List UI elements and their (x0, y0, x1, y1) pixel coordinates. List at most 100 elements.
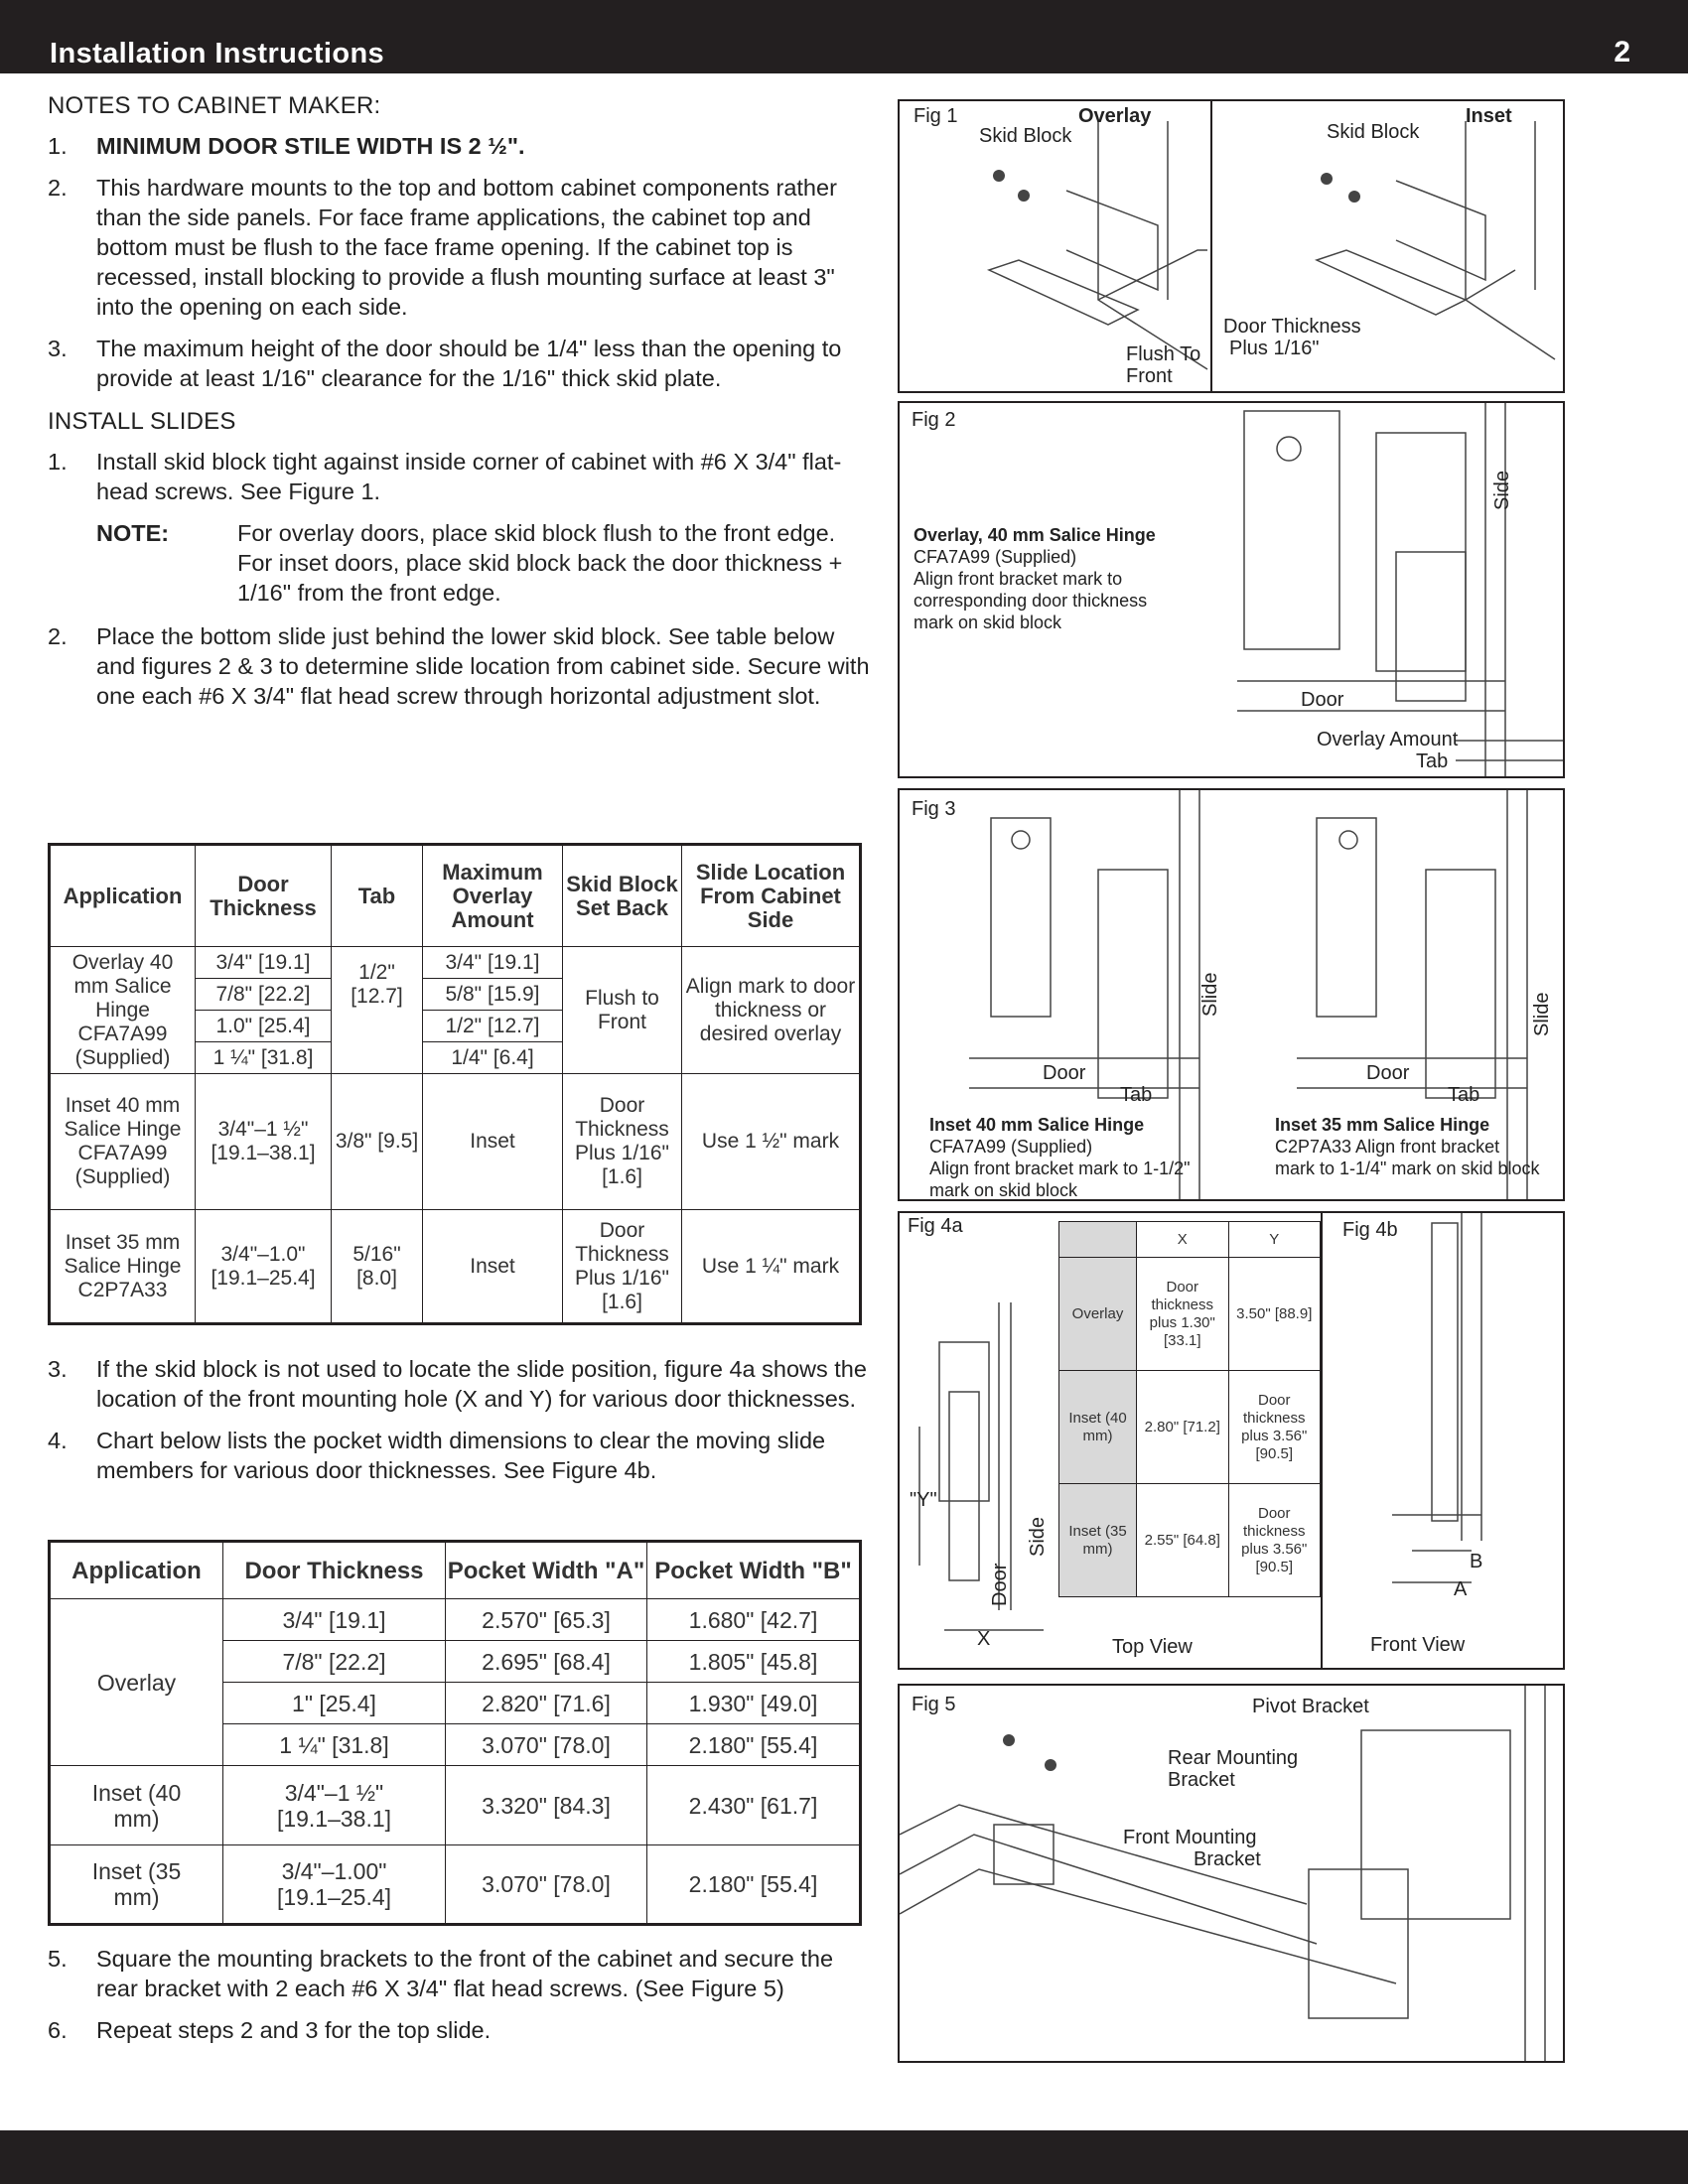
table-cell: Use 1 ½" mark (681, 1073, 861, 1210)
table-cell: Inset (40 mm) (1058, 1370, 1137, 1484)
fig5-pivot-label: Pivot Bracket (1252, 1696, 1369, 1717)
figure-1: Fig 1 Overlay Skid Block Flush To Front … (898, 99, 1565, 393)
fig1-front-label: Front (1126, 365, 1173, 387)
install-step: 6.Repeat steps 2 and 3 for the top slide… (48, 2017, 492, 2043)
table-cell: 3/4" [19.1] (222, 1598, 446, 1641)
fig1-drawing (986, 101, 1556, 391)
fig2-line4: mark on skid block (914, 613, 1062, 632)
table-cell: Overlay (1058, 1257, 1137, 1371)
fig2-tab-label: Tab (1416, 751, 1449, 772)
table-cell: 7/8" [22.2] (195, 978, 332, 1011)
fig3-slide-label: Slide (1199, 972, 1221, 1017)
fig5-front-label-2: Bracket (1194, 1848, 1261, 1870)
table-cell: Inset 35 mm Salice Hinge C2P7A33 (49, 1209, 196, 1324)
pocket-width-table: Application Door Thickness Pocket Width … (48, 1540, 862, 1926)
table-cell: 1 ¼" [31.8] (222, 1723, 446, 1766)
table-cell: 3.070" [78.0] (445, 1723, 647, 1766)
table-cell: 1.0" [25.4] (195, 1010, 332, 1042)
note-item: 3.The maximum height of the door should … (48, 336, 842, 391)
fig4a-side-label: Side (1027, 1516, 1049, 1557)
figure-4b: Fig 4b B A Front View (1321, 1211, 1565, 1670)
table-cell: 1" [25.4] (222, 1682, 446, 1724)
fig3-right-title: Inset 35 mm Salice Hinge (1275, 1115, 1490, 1135)
table-cell: Overlay 40 mm Salice Hinge CFA7A99 (Supp… (49, 946, 196, 1074)
fig4a-xy-table: X Y Overlay Door thickness plus 1.30" [3… (1058, 1221, 1321, 1597)
table-cell: Door thickness plus 3.56" [90.5] (1227, 1483, 1321, 1597)
notes-heading: NOTES TO CABINET MAKER: (48, 92, 381, 119)
fig1-skid-block-label-2: Skid Block (1327, 121, 1420, 143)
table-cell: Inset (422, 1073, 563, 1210)
col-header: Door Thickness (222, 1541, 446, 1599)
table-cell: Align mark to door thickness or desired … (681, 946, 861, 1074)
fig1-label: Fig 1 (914, 105, 958, 127)
note-body: For overlay doors, place skid block flus… (237, 520, 843, 606)
table-cell: Inset (422, 1209, 563, 1324)
table-cell: 5/16" [8.0] (331, 1209, 423, 1324)
fig2-line3: corresponding door thickness (914, 591, 1148, 611)
fig2-line2: Align front bracket mark to (914, 569, 1123, 589)
table-cell: Inset (35 mm) (1058, 1483, 1137, 1597)
col-header: Door Thickness (195, 844, 332, 947)
fig4b-b-label: B (1470, 1551, 1483, 1572)
table-cell: 1.930" [49.0] (646, 1682, 861, 1724)
table-cell: 1.680" [42.7] (646, 1598, 861, 1641)
fig5-label: Fig 5 (912, 1694, 956, 1715)
table-cell: 3.070" [78.0] (445, 1844, 647, 1925)
note-text: The maximum height of the door should be… (96, 336, 842, 391)
table-cell: Door Thickness Plus 1/16" [1.6] (562, 1209, 682, 1324)
table-cell: 3/4"–1.0" [19.1–25.4] (195, 1209, 332, 1324)
fig3-tab-label-2: Tab (1448, 1084, 1480, 1106)
install-step: 1.Install skid block tight against insid… (48, 449, 842, 504)
fig4a-door-label: Door (989, 1563, 1011, 1606)
fig3-door-label: Door (1043, 1062, 1086, 1084)
table-cell: 2.55" [64.8] (1136, 1483, 1229, 1597)
footer-bar (0, 2130, 1688, 2184)
table-cell: 3.320" [84.3] (445, 1765, 647, 1845)
col-header: Skid Block Set Back (562, 844, 682, 947)
table-cell: 7/8" [22.2] (222, 1640, 446, 1683)
fig4b-drawing (1392, 1213, 1482, 1583)
table-cell: Inset (35 mm) (49, 1844, 223, 1925)
table-cell: 3.50" [88.9] (1227, 1257, 1321, 1371)
instructions-column: NOTES TO CABINET MAKER: 1.MINIMUM DOOR S… (48, 91, 872, 723)
fig2-overlay-amount-label: Overlay Amount (1317, 729, 1459, 751)
table-cell: 2.180" [55.4] (646, 1723, 861, 1766)
fig5-front-label-1: Front Mounting (1123, 1827, 1257, 1848)
table-cell: Door thickness plus 3.56" [90.5] (1227, 1370, 1321, 1484)
steps-5-6: 5.Square the mounting brackets to the fr… (48, 1944, 872, 2057)
table-cell: 2.180" [55.4] (646, 1844, 861, 1925)
fig3-right-line1: C2P7A33 Align front bracket (1275, 1137, 1500, 1157)
fig3-tab-label: Tab (1120, 1084, 1153, 1106)
fig4b-front-view-label: Front View (1370, 1634, 1466, 1656)
fig3-right-line2: mark to 1-1/4" mark on skid block (1275, 1159, 1540, 1178)
fig3-left-line2: Align front bracket mark to 1-1/2" (929, 1159, 1191, 1178)
table-cell: Overlay (49, 1598, 223, 1766)
fig3-door-label-2: Door (1366, 1062, 1410, 1084)
step-text: Repeat steps 2 and 3 for the top slide. (96, 2017, 492, 2043)
step-text: Install skid block tight against inside … (96, 449, 842, 504)
fig4b-a-label: A (1454, 1578, 1468, 1600)
install-step: 5.Square the mounting brackets to the fr… (48, 1946, 834, 2001)
figure-2: Fig 2 Overlay, 40 mm Salice Hinge CFA7A9… (898, 401, 1565, 778)
fig4a-top-view-label: Top View (1112, 1636, 1193, 1658)
install-note: NOTE:For overlay doors, place skid block… (96, 520, 843, 606)
table-cell: 1.805" [45.8] (646, 1640, 861, 1683)
fig4a-y-label: "Y" (910, 1489, 937, 1511)
fig1-skid-block-label: Skid Block (979, 125, 1072, 147)
table-cell: 1/2" [12.7] (422, 1010, 563, 1042)
figure-4a: Fig 4a "Y" X Door Side Top View X Y Over… (898, 1211, 1325, 1670)
table-cell: 2.430" [61.7] (646, 1765, 861, 1845)
install-step: 2.Place the bottom slide just behind the… (48, 623, 870, 709)
table-cell: 3/4"–1 ½" [19.1–38.1] (222, 1765, 446, 1845)
fig3-left-title: Inset 40 mm Salice Hinge (929, 1115, 1145, 1135)
col-header: Pocket Width "B" (646, 1541, 861, 1599)
fig4a-label: Fig 4a (908, 1215, 963, 1237)
note-item: 2.This hardware mounts to the top and bo… (48, 175, 837, 320)
fig1-overlay-label: Overlay (1078, 105, 1152, 127)
fig1-plus-label: Plus 1/16" (1229, 338, 1320, 359)
col-header: Slide Location From Cabinet Side (681, 844, 861, 947)
col-header: Y (1227, 1221, 1321, 1258)
table-cell: 2.695" [68.4] (445, 1640, 647, 1683)
table-cell: 3/8" [9.5] (331, 1073, 423, 1210)
table-cell: Flush to Front (562, 946, 682, 1074)
